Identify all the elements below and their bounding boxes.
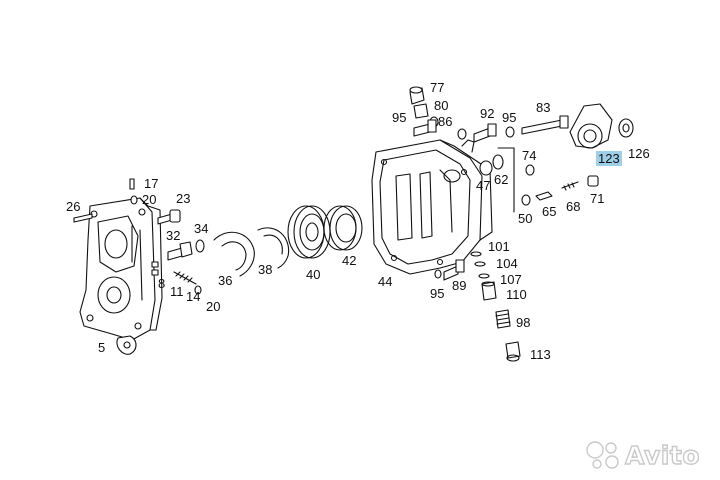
callout-50: 50 (518, 211, 532, 226)
callout-123: 123 (598, 151, 620, 166)
part-32-bolt (167, 241, 193, 261)
part-20-washer (194, 285, 202, 295)
part-42-seal (323, 205, 363, 251)
part-89-bolt (443, 259, 465, 281)
callout-77: 77 (430, 80, 444, 95)
part-34-ring (195, 239, 205, 253)
callout-74: 74 (522, 148, 536, 163)
part-80-plug (413, 103, 429, 119)
callout-107: 107 (500, 272, 522, 287)
part-47-bush (479, 160, 493, 176)
callout-104: 104 (496, 256, 518, 271)
part-110-fitting (481, 281, 497, 301)
part-50-ring (521, 194, 531, 206)
part-83-long-bolt (521, 115, 569, 135)
part-77-cap (409, 86, 425, 105)
callout-20-top: 20 (142, 192, 156, 207)
part-38-shim (257, 227, 290, 269)
part-126-nut (618, 118, 634, 138)
part-101-ring (470, 251, 482, 257)
part-14-spring (173, 271, 197, 285)
part-5-cover-plate (79, 197, 163, 355)
avito-wordmark: Avito (624, 440, 700, 470)
part-26-pin (73, 213, 93, 223)
callout-123-highlight (596, 151, 622, 166)
part-95-bolt-top (413, 119, 437, 137)
part-17-dowel (129, 178, 135, 190)
part-95-washer-low (434, 269, 442, 279)
callout-47: 47 (476, 178, 490, 193)
callout-89: 89 (452, 278, 466, 293)
callout-92: 92 (480, 106, 494, 121)
avito-dots-icon (586, 441, 619, 469)
part-123-flange (569, 103, 613, 149)
callout-113: 113 (530, 347, 551, 362)
part-68-spring (561, 181, 579, 191)
part-62-sleeve (492, 154, 504, 170)
part-71-plug (587, 175, 599, 187)
assembly-bracket-line (497, 147, 515, 213)
callout-44: 44 (378, 274, 392, 289)
part-44-housing (371, 139, 493, 275)
part-92-bolt (473, 123, 497, 143)
part-8-washers (151, 261, 159, 276)
callout-86: 86 (438, 114, 452, 129)
callout-71: 71 (590, 191, 604, 206)
callout-34: 34 (194, 221, 208, 236)
part-36-shim (213, 231, 255, 277)
callout-126: 126 (628, 146, 650, 161)
callout-95-right: 95 (502, 110, 516, 125)
part-107-ring (478, 273, 490, 279)
callout-23: 23 (176, 191, 190, 206)
callout-101: 101 (488, 239, 510, 254)
callout-95-top: 95 (392, 110, 406, 125)
callout-68: 68 (566, 199, 580, 214)
callout-20-low: 20 (206, 299, 220, 314)
callout-26: 26 (66, 199, 80, 214)
callout-83: 83 (536, 100, 550, 115)
callout-98: 98 (516, 315, 530, 330)
callout-110: 110 (506, 287, 527, 302)
callout-17: 17 (144, 176, 158, 191)
part-74-ring (525, 164, 535, 176)
part-113-sleeve (505, 341, 521, 362)
part-104-ring (474, 261, 486, 267)
callout-42: 42 (342, 253, 356, 268)
callout-62: 62 (494, 172, 508, 187)
callout-32: 32 (166, 228, 180, 243)
part-98-pinion (495, 309, 511, 329)
part-20-ring (130, 195, 138, 205)
callout-36: 36 (218, 273, 232, 288)
avito-watermark: Avito (585, 440, 700, 470)
callout-38: 38 (258, 262, 272, 277)
callout-95-low: 95 (430, 286, 444, 301)
callout-11: 11 (170, 284, 184, 299)
callout-65: 65 (542, 204, 556, 219)
callout-14: 14 (186, 289, 200, 304)
part-95-washer-right (505, 126, 515, 138)
part-95-washer-top (457, 128, 467, 140)
part-23-bolt (157, 209, 181, 225)
callout-80: 80 (434, 98, 448, 113)
callout-8: 8 (158, 276, 165, 291)
callout-5: 5 (98, 340, 105, 355)
part-65-pin (535, 191, 553, 201)
callout-40: 40 (306, 267, 320, 282)
